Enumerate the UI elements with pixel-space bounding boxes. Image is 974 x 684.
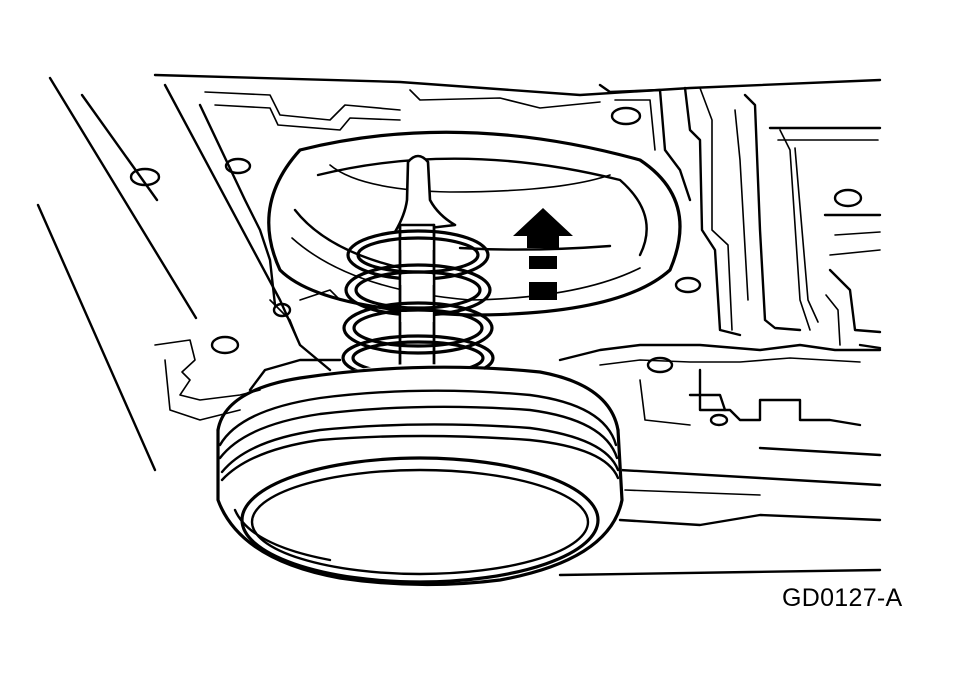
servo-piston	[216, 364, 624, 587]
return-spring	[341, 223, 495, 382]
up-arrow-icon	[513, 208, 573, 300]
figure-id-label: GD0127-A	[782, 584, 903, 612]
servo-bore	[267, 130, 682, 317]
valve-body-plate	[153, 73, 882, 577]
case-edge-lines	[36, 76, 198, 472]
plate-bolt-holes	[129, 106, 863, 427]
